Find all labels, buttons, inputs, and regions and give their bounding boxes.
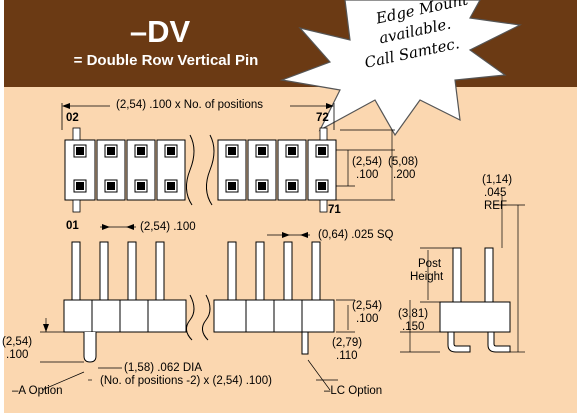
ref-dim-c: REF bbox=[484, 200, 507, 212]
side-view-body bbox=[63, 299, 335, 333]
lc-option-label: –LC Option bbox=[324, 385, 383, 397]
left-dim-a2: .100 bbox=[6, 349, 29, 361]
label-02: 02 bbox=[66, 112, 79, 124]
a-option-label: –A Option bbox=[12, 385, 63, 397]
ref-dim-b: .045 bbox=[484, 187, 507, 199]
top-view-pins bbox=[73, 144, 329, 193]
left-dim-a: (2,54) bbox=[2, 336, 33, 348]
row-dim-b2: .200 bbox=[393, 169, 416, 181]
tail-dim-a: (2,79) bbox=[332, 337, 363, 349]
ref-dim-a: (1,14) bbox=[482, 174, 513, 186]
label-71: 71 bbox=[328, 204, 341, 216]
label-01: 01 bbox=[66, 220, 79, 232]
product-code: –DV bbox=[129, 14, 191, 49]
sq-dimension: (0,64) .025 SQ bbox=[318, 229, 394, 241]
post-label-b: Height bbox=[410, 271, 444, 283]
pitch-dimension: (2,54) .100 bbox=[140, 221, 196, 233]
total-dim-a: (3,81) bbox=[398, 308, 429, 320]
total-dim-b: .150 bbox=[402, 321, 425, 333]
body-dim-a2: .100 bbox=[356, 313, 379, 325]
end-view bbox=[439, 247, 511, 353]
post-label-a: Post bbox=[418, 258, 442, 270]
side-view-pins bbox=[71, 241, 321, 301]
span-dimension: (No. of positions -2) x (2,54) .100) bbox=[100, 375, 272, 387]
dia-dimension: (1,58) .062 DIA bbox=[124, 362, 202, 374]
label-72: 72 bbox=[316, 112, 329, 124]
row-dim-a: (2,54) bbox=[352, 156, 383, 168]
body-dim-a: (2,54) bbox=[352, 300, 383, 312]
row-dim-b: (5,08) bbox=[388, 156, 419, 168]
starburst-shape bbox=[279, 0, 522, 137]
row-dim-a2: .100 bbox=[356, 169, 379, 181]
width-dimension: (2,54) .100 x No. of positions bbox=[116, 99, 264, 111]
product-subtitle: = Double Row Vertical Pin bbox=[73, 52, 259, 69]
tail-dim-a2: .110 bbox=[336, 350, 358, 362]
